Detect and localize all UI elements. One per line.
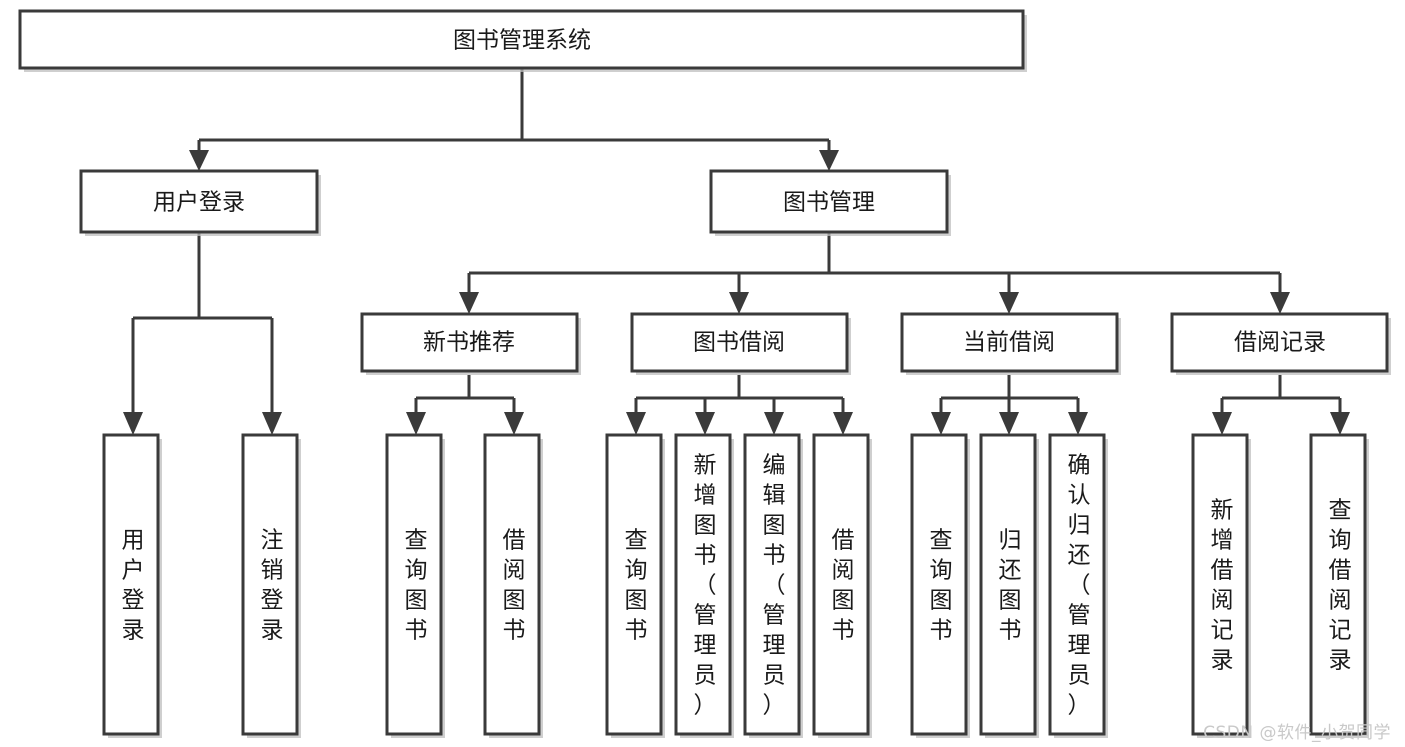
leaf-borrowrecord-add-box[interactable] <box>1191 433 1249 736</box>
node-root-label: 图书管理系统 <box>453 28 591 54</box>
node-borrow-record-box[interactable] <box>1170 312 1389 373</box>
leaf-newbook-borrow-label: 借阅图书 <box>503 527 526 643</box>
node-book-borrow-label: 图书借阅 <box>693 330 785 356</box>
node-book-manage-label: 图书管理 <box>783 190 875 216</box>
leaf-newbook-query-label: 查询图书 <box>405 527 428 643</box>
leaf-bookborrow-borrow-box[interactable] <box>812 433 870 736</box>
arrow-bookborrow-leaf-3 <box>764 412 784 435</box>
arrow-bookborrow-leaf-4 <box>833 412 853 435</box>
leaf-logout-box[interactable] <box>241 433 299 736</box>
arrow-to-new-book <box>459 292 479 314</box>
node-book-manage-box[interactable] <box>709 169 949 234</box>
node-current-borrow-box[interactable] <box>900 312 1119 373</box>
leaf-logout-label: 注销登录 <box>261 527 284 643</box>
leaf-bookborrow-query-label: 查询图书 <box>625 527 648 643</box>
leaf-currentborrow-return[interactable]: 归还图书 <box>979 433 1039 738</box>
leaf-newbook-borrow-box[interactable] <box>483 433 541 736</box>
arrow-to-leaf-logout <box>262 412 282 435</box>
leaf-currentborrow-return-box[interactable] <box>979 433 1037 736</box>
leaf-bookborrow-edit-box[interactable] <box>743 433 801 736</box>
leaf-bookborrow-query-box[interactable] <box>605 433 663 736</box>
node-new-book-label: 新书推荐 <box>423 330 515 356</box>
node-borrow-record-label: 借阅记录 <box>1234 330 1326 356</box>
leaf-newbook-borrow[interactable]: 借阅图书 <box>483 433 543 738</box>
leaf-currentborrow-return-label: 归还图书 <box>999 527 1022 643</box>
leaf-bookborrow-add[interactable]: 新增图书（管理员） <box>674 433 734 738</box>
watermark-credit: CSDN @软件_小贺同学 <box>1203 723 1391 743</box>
leaf-bookborrow-borrow[interactable]: 借阅图书 <box>812 433 872 738</box>
leaf-bookborrow-edit[interactable]: 编辑图书（管理员） <box>743 433 803 738</box>
arrow-to-borrow-record <box>1270 292 1290 314</box>
node-borrow-record[interactable]: 借阅记录 <box>1170 312 1391 375</box>
leaf-borrowrecord-query-box[interactable] <box>1309 433 1367 736</box>
arrow-bookborrow-leaf-1 <box>626 412 646 435</box>
leaf-newbook-query-box[interactable] <box>385 433 443 736</box>
arrow-currentborrow-leaf-3 <box>1068 412 1088 435</box>
arrow-newbook-leaf-2 <box>504 412 524 435</box>
node-new-book-box[interactable] <box>360 312 579 373</box>
leaf-currentborrow-confirm-label: 确认归还（管理员） <box>1068 452 1091 718</box>
node-user-login[interactable]: 用户登录 <box>79 169 321 236</box>
leaf-currentborrow-query-label: 查询图书 <box>930 527 953 643</box>
node-user-login-label: 用户登录 <box>153 190 245 216</box>
node-root-box[interactable] <box>18 9 1025 70</box>
leaf-newbook-query[interactable]: 查询图书 <box>385 433 445 738</box>
leaf-currentborrow-query-box[interactable] <box>910 433 968 736</box>
arrow-borrowrecord-leaf-1 <box>1212 412 1232 435</box>
leaf-borrowrecord-add-label: 新增借阅记录 <box>1211 497 1234 673</box>
node-book-manage[interactable]: 图书管理 <box>709 169 951 236</box>
arrow-to-book-manage <box>819 150 839 171</box>
arrow-currentborrow-leaf-2 <box>999 412 1019 435</box>
leaf-borrowrecord-add[interactable]: 新增借阅记录 <box>1191 433 1251 738</box>
leaf-currentborrow-confirm[interactable]: 确认归还（管理员） <box>1048 433 1108 738</box>
node-root[interactable]: 图书管理系统 <box>18 9 1027 72</box>
leaf-bookborrow-query[interactable]: 查询图书 <box>605 433 665 738</box>
leaf-borrowrecord-query[interactable]: 查询借阅记录 <box>1309 433 1369 738</box>
arrow-newbook-leaf-1 <box>406 412 426 435</box>
arrow-bookborrow-leaf-2 <box>695 412 715 435</box>
arrow-borrowrecord-leaf-2 <box>1330 412 1350 435</box>
leaf-logout[interactable]: 注销登录 <box>241 433 301 738</box>
node-user-login-box[interactable] <box>79 169 319 234</box>
leaf-currentborrow-query[interactable]: 查询图书 <box>910 433 970 738</box>
node-book-borrow[interactable]: 图书借阅 <box>630 312 851 375</box>
node-book-borrow-box[interactable] <box>630 312 849 373</box>
arrow-to-current-borrow <box>999 292 1019 314</box>
arrow-to-leaf-user-login <box>123 412 143 435</box>
leaf-bookborrow-add-label: 新增图书（管理员） <box>694 452 717 718</box>
node-new-book[interactable]: 新书推荐 <box>360 312 581 375</box>
arrow-currentborrow-leaf-1 <box>931 412 951 435</box>
leaf-bookborrow-borrow-label: 借阅图书 <box>832 527 855 643</box>
node-current-borrow[interactable]: 当前借阅 <box>900 312 1121 375</box>
connector-group <box>123 68 1350 435</box>
leaf-borrowrecord-query-label: 查询借阅记录 <box>1329 497 1352 673</box>
leaf-user-login-box[interactable] <box>102 433 160 736</box>
leaf-user-login-label: 用户登录 <box>122 527 145 643</box>
arrow-to-book-borrow <box>729 292 749 314</box>
leaf-user-login[interactable]: 用户登录 <box>102 433 162 738</box>
leaf-bookborrow-edit-label: 编辑图书（管理员） <box>763 452 786 718</box>
arrow-to-user-login <box>189 150 209 171</box>
leaf-bookborrow-add-box[interactable] <box>674 433 732 736</box>
node-current-borrow-label: 当前借阅 <box>963 330 1055 356</box>
leaf-currentborrow-confirm-box[interactable] <box>1048 433 1106 736</box>
